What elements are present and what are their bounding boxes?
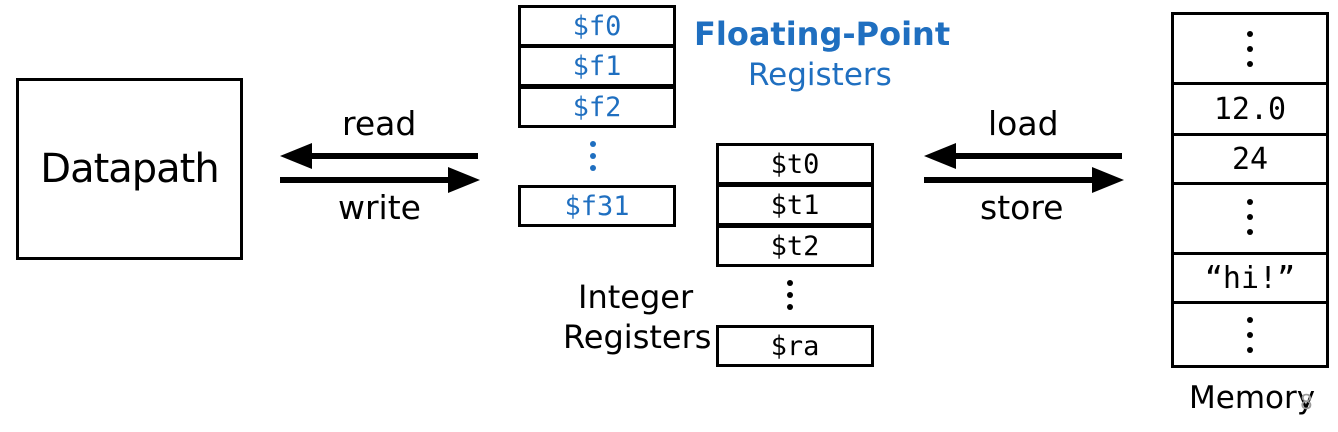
int-register-ellipsis [786,280,794,310]
memory-divider [1174,133,1326,136]
memory-cell-int: 24 [1231,141,1269,177]
memory-divider [1174,182,1326,185]
load-label: load [988,104,1059,143]
write-arrow [280,167,480,193]
fp-register-f31: $f31 [518,185,676,227]
read-label: read [342,104,417,143]
int-register-t2: $t2 [716,225,874,267]
memory-ellipsis-middle [1246,199,1254,235]
memory-column: 12.0 24 “hi!” [1171,12,1329,368]
datapath-label: Datapath [40,146,219,192]
memory-ellipsis-top [1246,31,1254,67]
memory-cell-float: 12.0 [1213,91,1287,127]
fp-registers-subtitle: Registers [748,57,892,93]
memory-divider [1174,82,1326,85]
page-number: 8 [1300,390,1313,414]
fp-registers-title: Floating-Point [694,15,951,53]
int-register-t1: $t1 [716,184,874,226]
read-write-arrows [280,143,480,193]
memory-label: Memory [1189,380,1316,416]
load-store-arrows [924,143,1124,193]
int-register-ra: $ra [716,325,874,367]
int-registers-title-line1: Integer [578,278,694,316]
datapath-box: Datapath [16,78,243,260]
memory-ellipsis-bottom [1246,317,1254,353]
store-arrow [924,167,1124,193]
load-arrow [924,143,1122,169]
memory-divider [1174,301,1326,304]
write-label: write [338,188,421,227]
fp-register-f1: $f1 [518,45,676,87]
read-arrow [280,143,478,169]
fp-register-ellipsis [589,141,597,171]
store-label: store [980,188,1064,227]
fp-register-f2: $f2 [518,86,676,128]
int-register-t0: $t0 [716,143,874,185]
memory-divider [1174,252,1326,255]
fp-register-f0: $f0 [518,5,676,47]
memory-cell-string: “hi!” [1204,260,1296,296]
int-registers-title-line2: Registers [563,318,712,356]
